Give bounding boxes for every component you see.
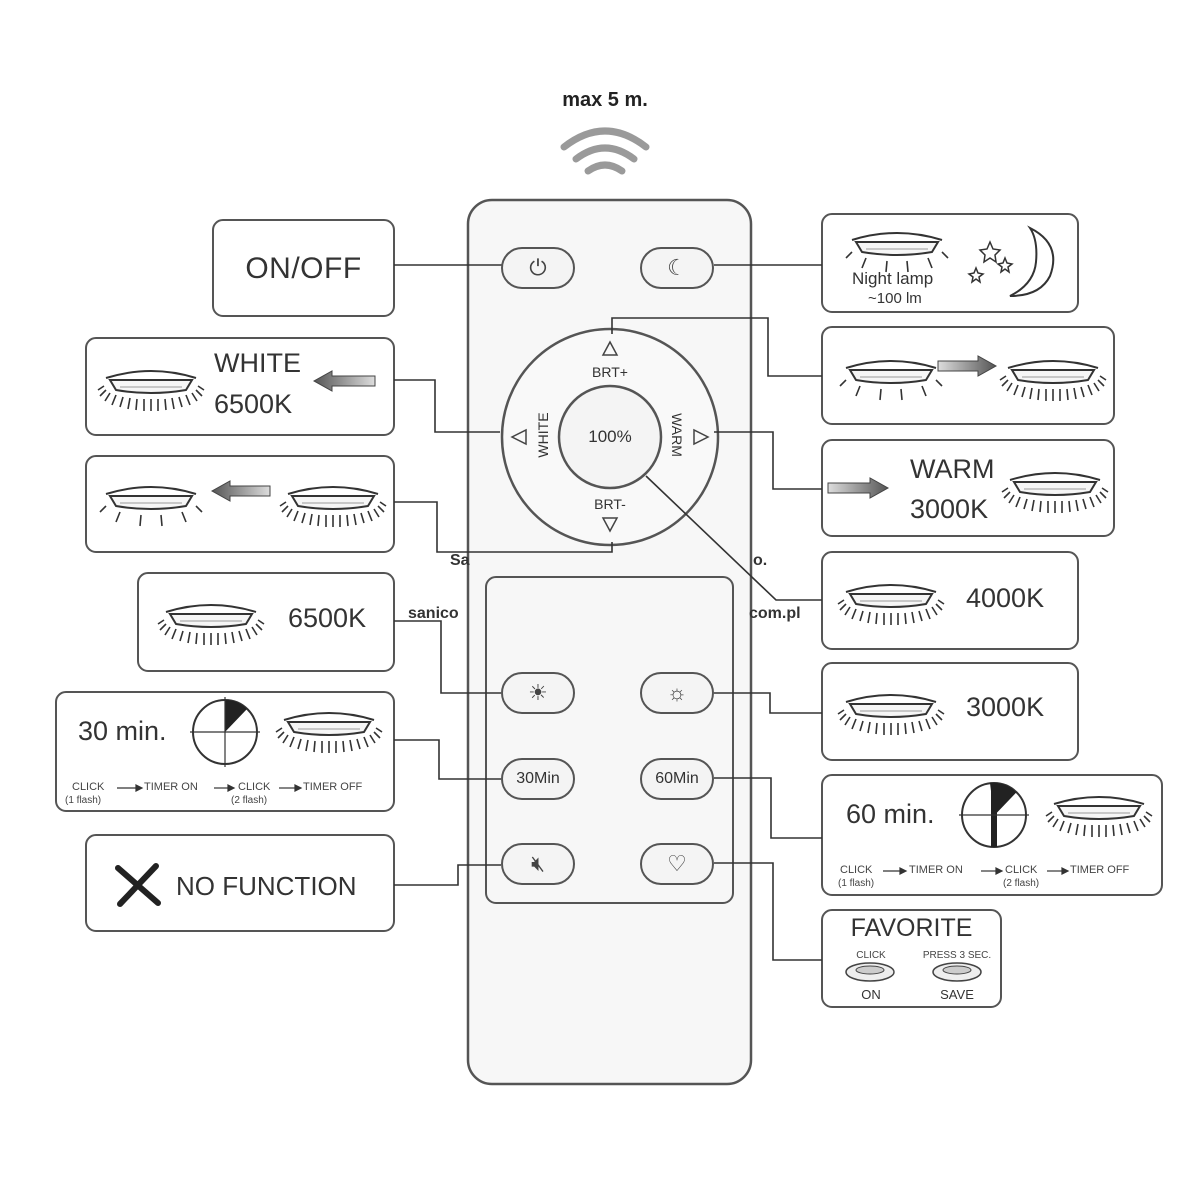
- star-icon-1: [978, 240, 1002, 264]
- timer60-arrows-icon: [883, 867, 1070, 875]
- timer30-step4: TIMER OFF: [303, 781, 363, 793]
- moon-star-icon: ☾: [667, 255, 687, 280]
- arrow-left-icon: [312, 370, 376, 392]
- connector-timer-60: [714, 777, 822, 839]
- k3000-box: [821, 662, 1079, 761]
- timer30-step1: CLICK: [72, 781, 105, 793]
- no-function-box: [85, 834, 395, 932]
- range-label: max 5 m.: [562, 89, 648, 111]
- timer30-title: 30 min.: [78, 716, 167, 746]
- favorite-click-label: CLICK: [856, 950, 886, 961]
- timer30-step3-sub: (2 flash): [231, 795, 268, 806]
- arrow-left-dim-icon: [210, 480, 271, 502]
- favorite-save-label: SAVE: [940, 987, 974, 1002]
- connector-6500k: [394, 620, 501, 694]
- connector-favorite: [714, 862, 822, 961]
- connector-brt-down: [394, 501, 613, 553]
- timer-60-button[interactable]: 60Min: [640, 758, 714, 800]
- timer-30-label: 30Min: [516, 770, 560, 787]
- favorite-press-label: PRESS 3 SEC.: [922, 950, 992, 961]
- timer60-step3: CLICK: [1005, 864, 1038, 876]
- clock-30-icon: [190, 697, 260, 767]
- sun-icon: ☀: [528, 680, 548, 705]
- k3000-label: 3000K: [966, 692, 1045, 722]
- timer60-step1: CLICK: [840, 864, 873, 876]
- connector-3000k: [714, 692, 822, 714]
- timer30-arrows-icon: [117, 784, 303, 792]
- lower-button-panel: [485, 576, 734, 904]
- connector-timer-30: [394, 739, 501, 780]
- night-lamp-lumens: ~100 lm: [868, 290, 922, 307]
- timer30-step3: CLICK: [238, 781, 271, 793]
- connector-warm: [714, 431, 822, 490]
- white-title: WHITE: [214, 348, 301, 378]
- k6500-box: [137, 572, 395, 672]
- timer60-step3-sub: (2 flash): [1003, 878, 1040, 889]
- warm-dial-label[interactable]: WARM: [669, 413, 685, 457]
- brt-up-label[interactable]: BRT+: [592, 364, 628, 380]
- wifi-signal-icon: [560, 127, 650, 175]
- brt-down-arrow-icon: [601, 517, 619, 533]
- white-6500k-box: [85, 337, 395, 436]
- cross-icon: [115, 863, 161, 907]
- timer60-step2: TIMER ON: [909, 864, 963, 876]
- night-mode-button[interactable]: ☾: [640, 247, 714, 289]
- timer-30-button[interactable]: 30Min: [501, 758, 575, 800]
- brt-down-label[interactable]: BRT-: [594, 496, 626, 512]
- watermark-left-2: sanico: [408, 605, 459, 622]
- white-dial-label[interactable]: WHITE: [535, 412, 551, 458]
- favorite-on-label: ON: [861, 987, 881, 1002]
- cold-light-button[interactable]: ☀: [501, 672, 575, 714]
- power-icon: ⏻: [529, 255, 547, 280]
- warm-value: 3000K: [910, 494, 989, 524]
- moon-icon: [1009, 225, 1055, 297]
- clock-60-icon: [959, 782, 1029, 848]
- favorite-title: FAVORITE: [850, 914, 973, 942]
- bulb-icon: ☼: [666, 680, 688, 705]
- night-lamp-title: Night lamp: [852, 269, 934, 288]
- brt-up-arrow-icon: [601, 340, 619, 356]
- warm-3000k-box: [821, 439, 1115, 537]
- no-function-label: NO FUNCTION: [176, 871, 357, 901]
- dial-center-label[interactable]: 100%: [588, 427, 632, 446]
- mute-icon: 🔇︎: [531, 851, 545, 876]
- timer30-step1-sub: (1 flash): [65, 795, 102, 806]
- favorite-button[interactable]: ♡: [640, 843, 714, 885]
- timer-60-label: 60Min: [655, 770, 699, 787]
- arrow-right-warm-icon: [827, 477, 890, 499]
- power-button[interactable]: ⏻: [501, 247, 575, 289]
- star-icon-2: [996, 255, 1014, 274]
- connector-no-function: [394, 864, 501, 886]
- white-value: 6500K: [214, 389, 293, 419]
- night-lamp-box: [821, 213, 1079, 313]
- on-off-box: [212, 219, 395, 317]
- warm-right-arrow-icon: [693, 428, 710, 446]
- brightness-down-box: [85, 455, 395, 553]
- watermark-left-1: Sa: [450, 552, 470, 569]
- k6500-label: 6500K: [288, 603, 367, 633]
- warm-title: WARM: [910, 454, 995, 484]
- timer30-step2: TIMER ON: [144, 781, 198, 793]
- favorite-box: [821, 909, 1002, 1008]
- connector-brt-up: [611, 317, 822, 377]
- arrow-right-up-icon: [937, 355, 998, 377]
- warm-light-button[interactable]: ☼: [640, 672, 714, 714]
- connector-white: [394, 379, 500, 433]
- white-left-arrow-icon: [510, 428, 527, 446]
- connector-center-4000k: [645, 475, 822, 601]
- timer60-title: 60 min.: [846, 799, 935, 829]
- watermark-right-1: o.: [753, 552, 768, 569]
- dial-center-button: [557, 384, 663, 490]
- timer60-step4: TIMER OFF: [1070, 864, 1130, 876]
- k4000-label: 4000K: [966, 583, 1045, 613]
- on-off-label: ON/OFF: [245, 252, 362, 285]
- mute-button[interactable]: 🔇︎: [501, 843, 575, 885]
- watermark-right-2: com.pl: [749, 605, 801, 622]
- star-icon-3: [967, 265, 985, 284]
- timer60-step1-sub: (1 flash): [838, 878, 875, 889]
- heart-icon: ♡: [667, 851, 687, 876]
